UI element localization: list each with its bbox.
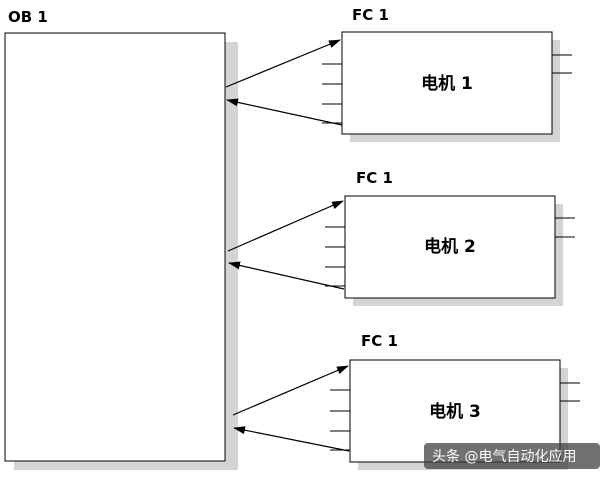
fc-frame-2 xyxy=(344,195,556,299)
watermark-background xyxy=(424,443,600,469)
watermark-text: 头条 @电气自动化应用 xyxy=(432,448,576,465)
fc-label-3: FC 1 xyxy=(361,332,398,350)
fc-frame-1 xyxy=(341,31,553,135)
motor-label-3: 电机 3 xyxy=(429,401,481,422)
motor-label-2: 电机 2 xyxy=(424,236,476,257)
motor-label-1: 电机 1 xyxy=(421,73,473,94)
return-arrow-2 xyxy=(228,261,345,290)
return-arrow-1 xyxy=(226,98,343,126)
fc-output-pins-3 xyxy=(560,382,580,402)
fc-input-pins-3 xyxy=(330,389,350,451)
call-arrow-3 xyxy=(232,365,349,416)
ob1-block xyxy=(4,32,238,470)
fc-block-1: FC 1 电机 1 xyxy=(322,6,572,142)
fc-input-pins-2 xyxy=(325,226,345,287)
ob1-frame xyxy=(4,32,226,462)
call-arrow-2 xyxy=(227,200,344,252)
fc-output-pins-2 xyxy=(555,217,575,238)
fc-label-2: FC 1 xyxy=(356,169,393,187)
call-arrow-1 xyxy=(225,39,341,88)
watermark: 头条 @电气自动化应用 xyxy=(424,443,600,469)
fc-block-2: FC 1 电机 2 xyxy=(325,169,575,306)
fc-input-pins-1 xyxy=(322,63,342,124)
ob1-label: OB 1 xyxy=(8,8,48,26)
fc-output-pins-1 xyxy=(552,54,572,74)
return-arrow-3 xyxy=(233,426,350,452)
fc-label-1: FC 1 xyxy=(352,6,389,24)
